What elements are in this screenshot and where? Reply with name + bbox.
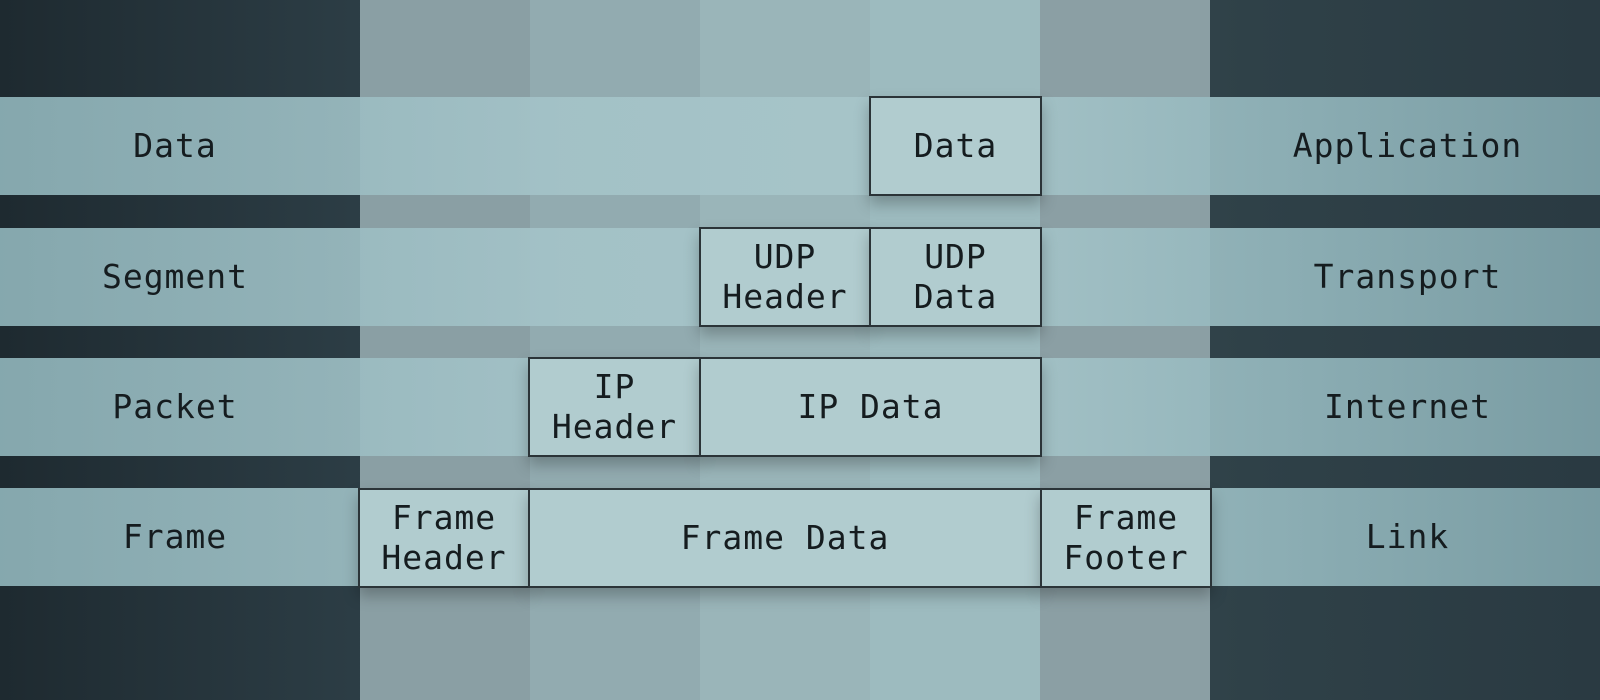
unit-label-packet: Packet [112, 387, 238, 426]
layer-label-internet: Internet [1324, 387, 1491, 426]
unit-label-data: Data [133, 126, 217, 165]
frame-data-box: Frame Data [528, 488, 1042, 588]
layer-label-link: Link [1365, 517, 1450, 556]
unit-label-frame: Frame [122, 517, 228, 556]
ip-header-box: IP Header [528, 357, 701, 457]
frame-footer-box: Frame Footer [1040, 488, 1212, 588]
layer-label-application: Application [1292, 126, 1523, 165]
app-data-box: Data [869, 96, 1042, 196]
udp-header-box: UDP Header [699, 227, 871, 327]
frame-header-box: Frame Header [358, 488, 530, 588]
udp-data-box: UDP Data [869, 227, 1042, 327]
unit-label-segment: Segment [101, 257, 249, 296]
ip-data-box: IP Data [699, 357, 1042, 457]
layer-label-transport: Transport [1313, 257, 1502, 296]
row-application [0, 97, 1600, 195]
